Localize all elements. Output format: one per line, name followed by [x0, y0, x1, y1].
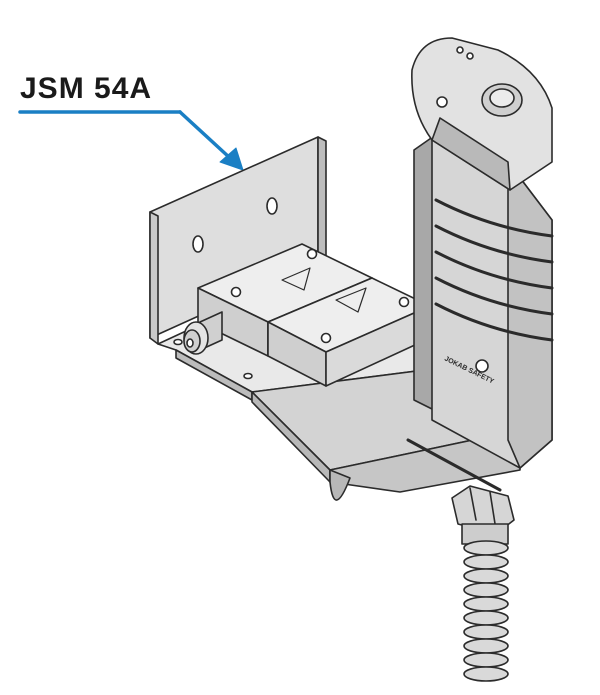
callout-label: JSM 54A — [20, 72, 153, 105]
sensor-triangle-mark — [281, 267, 311, 291]
grip-rib — [434, 276, 554, 316]
handle-head — [411, 37, 553, 191]
enabling-handle: JOKAB SAFETY — [411, 37, 554, 469]
gland-facet — [469, 487, 477, 521]
handle-head-side — [431, 117, 511, 191]
cable-gland-nut — [451, 485, 515, 535]
grip-rib — [434, 224, 554, 264]
indicator-led — [466, 52, 474, 60]
base-plate-hole — [173, 338, 183, 346]
bracket-plate-edge — [317, 136, 327, 267]
callout-arrow — [18, 110, 244, 171]
grip-rib — [434, 302, 554, 342]
corrugated-cable — [463, 540, 509, 682]
holder-slot — [406, 438, 502, 492]
bracket-hole — [192, 235, 204, 253]
screw — [306, 248, 318, 260]
screw — [320, 332, 332, 344]
connector-pin — [186, 338, 194, 348]
bracket-plate-side — [149, 211, 159, 345]
handle-front-face — [507, 161, 553, 469]
callout-leader — [178, 110, 232, 160]
push-button[interactable] — [489, 88, 515, 108]
cable-assembly — [451, 485, 515, 682]
safety-sensor-right — [267, 277, 431, 387]
sensor-triangle-mark — [335, 287, 367, 313]
grip-rib — [434, 198, 554, 238]
screw — [436, 96, 448, 108]
bracket-hole — [266, 197, 278, 215]
indicator-led — [456, 46, 464, 54]
screw — [398, 296, 410, 308]
brand-logo-icon — [475, 359, 489, 373]
handle-back-shell — [413, 135, 435, 411]
holder-flange — [329, 469, 351, 501]
screw — [230, 286, 242, 298]
sensor-connector — [183, 311, 223, 355]
base-plate-hole — [243, 372, 253, 380]
callout-arrowhead — [219, 147, 244, 171]
grip-rib — [434, 250, 554, 290]
